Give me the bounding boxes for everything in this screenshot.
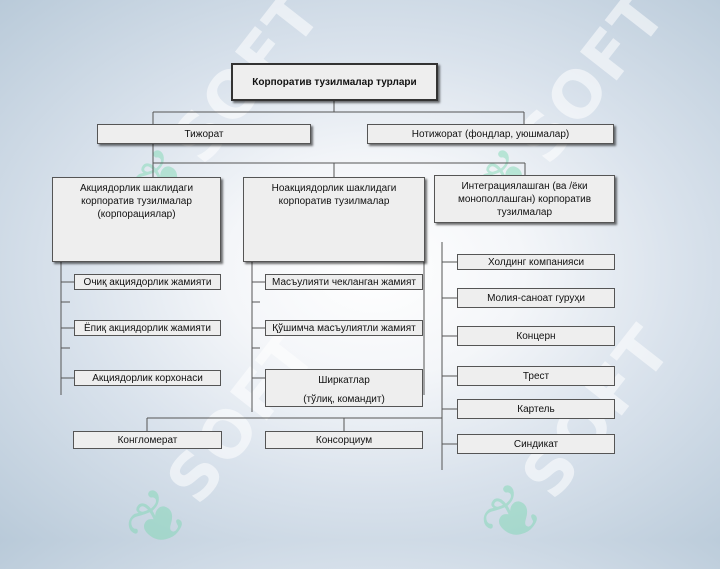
joint-stock-label: Акциядорлик шаклидаги корпоратив тузилма…: [79, 183, 194, 220]
alc-label: Қўшимча масъулиятли жамият: [272, 322, 416, 334]
consortium-node: Консорциум: [265, 431, 423, 449]
syndicate-label: Синдикат: [513, 438, 559, 450]
commercial-label: Тижорат: [184, 128, 224, 140]
conglomerate-label: Конгломерат: [117, 434, 178, 446]
partnership-sublabel: (тўлиқ, командит): [303, 394, 385, 405]
trust-label: Трест: [522, 370, 550, 382]
closed-jsc-node: Ёпиқ акциядорлик жамияти: [74, 320, 221, 336]
non-joint-stock-label: Ноакциядорлик шаклидаги корпоратив тузил…: [271, 183, 397, 207]
conglomerate-node: Конгломерат: [73, 431, 222, 449]
consortium-label: Консорциум: [315, 434, 373, 446]
integration-node: Интеграциялашган (ва /ёки монополлашган)…: [434, 175, 615, 223]
jsc-enterprise-node: Акциядорлик корхонаси: [74, 370, 221, 386]
fig-node: Молия-саноат гуруҳи: [457, 288, 615, 308]
non-joint-stock-node: Ноакциядорлик шаклидаги корпоратив тузил…: [243, 177, 425, 262]
partnership-label: Ширкатлар: [318, 375, 370, 386]
root-label: Корпоратив тузилмалар турлари: [252, 76, 417, 88]
open-jsc-node: Очиқ акциядорлик жамияти: [74, 274, 221, 290]
root-node: Корпоратив тузилмалар турлари: [231, 63, 438, 101]
llc-node: Масъулияти чекланган жамият: [265, 274, 423, 290]
holding-node: Холдинг компанияси: [457, 254, 615, 270]
holding-label: Холдинг компанияси: [487, 256, 585, 268]
commercial-node: Тижорат: [97, 124, 311, 144]
noncommercial-label: Нотижорат (фондлар, уюшмалар): [411, 128, 570, 140]
joint-stock-node: Акциядорлик шаклидаги корпоратив тузилма…: [52, 177, 221, 262]
alc-node: Қўшимча масъулиятли жамият: [265, 320, 423, 336]
connector-lines: [60, 101, 526, 470]
cartel-node: Картель: [457, 399, 615, 419]
jsc-enterprise-label: Акциядорлик корхонаси: [92, 372, 203, 384]
llc-label: Масъулияти чекланган жамият: [272, 276, 416, 288]
closed-jsc-label: Ёпиқ акциядорлик жамияти: [84, 322, 211, 334]
trust-node: Трест: [457, 366, 615, 386]
cartel-label: Картель: [517, 403, 555, 415]
concern-label: Концерн: [516, 330, 556, 342]
open-jsc-label: Очиқ акциядорлик жамияти: [83, 276, 212, 288]
noncommercial-node: Нотижорат (фондлар, уюшмалар): [367, 124, 614, 144]
syndicate-node: Синдикат: [457, 434, 615, 454]
concern-node: Концерн: [457, 326, 615, 346]
fig-label: Молия-саноат гуруҳи: [487, 292, 585, 304]
partnership-node: Ширкатлар (тўлиқ, командит): [265, 369, 423, 407]
integration-label: Интеграциялашган (ва /ёки монополлашган)…: [457, 181, 592, 218]
